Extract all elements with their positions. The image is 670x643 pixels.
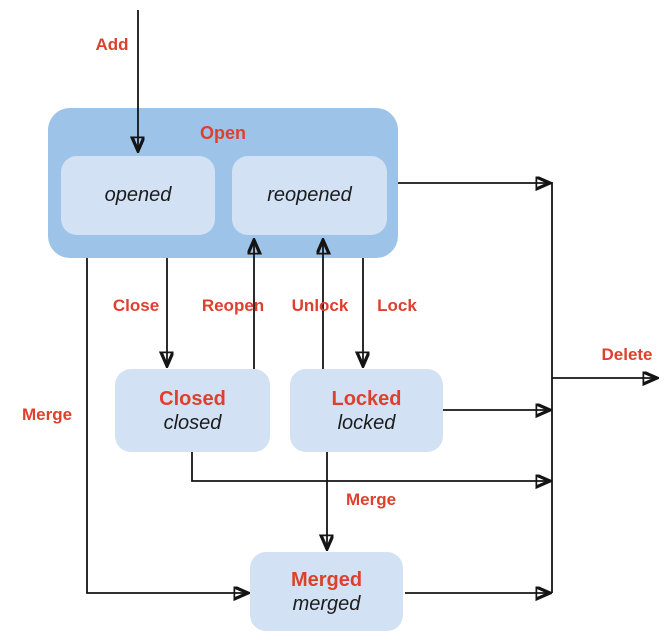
state-closed-subtitle: closed: [163, 411, 222, 434]
state-locked-title: Locked: [331, 387, 402, 410]
state-merged-title: Merged: [290, 568, 363, 591]
state-closed-title: Closed: [159, 387, 226, 410]
state-merged: Merged merged: [250, 552, 403, 631]
state-locked: Locked locked: [290, 369, 443, 452]
state-opened: opened: [61, 156, 215, 235]
state-reopened-label: reopened: [267, 184, 352, 206]
state-merged-subtitle: merged: [292, 592, 361, 615]
state-opened-label: opened: [104, 184, 172, 206]
open-group-title: Open: [199, 123, 246, 143]
state-closed: Closed closed: [115, 369, 270, 452]
state-reopened: reopened: [232, 156, 387, 235]
state-locked-subtitle: locked: [337, 411, 396, 434]
